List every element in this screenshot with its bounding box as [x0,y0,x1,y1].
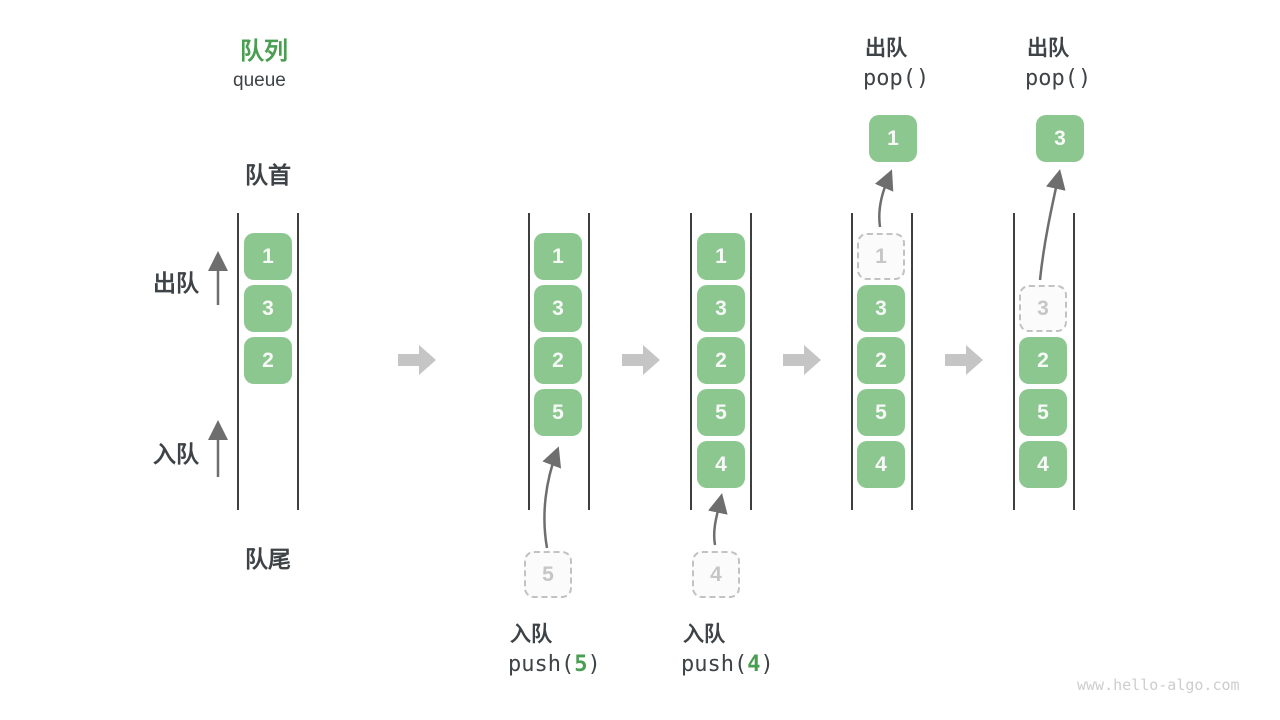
queue-item: 5 [697,389,745,436]
queue-item: 3 [534,285,582,332]
dequeue-op-label: 出队 [865,37,907,60]
queue-item: 2 [1019,337,1067,384]
pop-3-arrow-icon [1038,169,1066,281]
queue-rear-label: 队尾 [245,546,291,572]
popped-item: 1 [869,115,917,162]
code-text: push( [508,652,575,677]
push-5-arrow-icon [542,446,562,549]
queue-item: 4 [697,441,745,488]
enqueue-side-label: 入队 [153,441,199,467]
push-4-arrow-icon [708,493,728,546]
queue-item: 3 [244,285,292,332]
enqueue-op-label: 入队 [683,623,725,646]
queue-wall-line [911,213,913,510]
queue-wall-line [237,213,239,510]
dequeue-direction-arrow-icon [208,251,228,305]
code-arg: 5 [574,652,588,677]
enqueue-op-label: 入队 [510,623,552,646]
queue-wall-line [297,213,299,510]
diagram-title-zh: 队列 [240,38,288,65]
dequeue-op-code: pop() [863,66,930,91]
queue-wall-line [1013,213,1015,510]
enqueue-direction-arrow-icon [208,420,228,477]
queue-item: 4 [857,441,905,488]
next-state-arrow-icon [945,345,983,375]
queue-item: 3 [857,285,905,332]
enqueue-op-code: push(4) [681,652,774,677]
code-text: ) [587,652,601,677]
diagram-title-en: queue [233,70,286,91]
queue-item: 5 [857,389,905,436]
queue-item: 2 [534,337,582,384]
queue-item: 3 [697,285,745,332]
queue-item: 2 [244,337,292,384]
incoming-item-ghost: 5 [524,551,572,598]
dequeue-op-label: 出队 [1027,37,1069,60]
popped-item-ghost: 1 [857,233,905,280]
popped-item-ghost: 3 [1019,285,1067,332]
next-state-arrow-icon [398,345,436,375]
queue-item: 5 [534,389,582,436]
queue-wall-line [750,213,752,510]
queue-item: 2 [857,337,905,384]
incoming-item-ghost: 4 [692,551,740,598]
pop-1-arrow-icon [874,169,894,228]
queue-item: 1 [697,233,745,280]
queue-wall-line [1073,213,1075,510]
watermark: www.hello-algo.com [1077,676,1240,694]
code-text: ) [760,652,774,677]
next-state-arrow-icon [622,345,660,375]
queue-item: 4 [1019,441,1067,488]
queue-item: 5 [1019,389,1067,436]
enqueue-op-code: push(5) [508,652,601,677]
next-state-arrow-icon [783,345,821,375]
queue-wall-line [690,213,692,510]
dequeue-side-label: 出队 [153,270,199,296]
queue-front-label: 队首 [245,162,291,188]
queue-item: 1 [244,233,292,280]
queue-item: 1 [534,233,582,280]
queue-wall-line [588,213,590,510]
queue-wall-line [528,213,530,510]
popped-item: 3 [1036,115,1084,162]
code-arg: 4 [747,652,761,677]
queue-wall-line [851,213,853,510]
code-text: push( [681,652,748,677]
dequeue-op-code: pop() [1025,66,1092,91]
queue-item: 2 [697,337,745,384]
